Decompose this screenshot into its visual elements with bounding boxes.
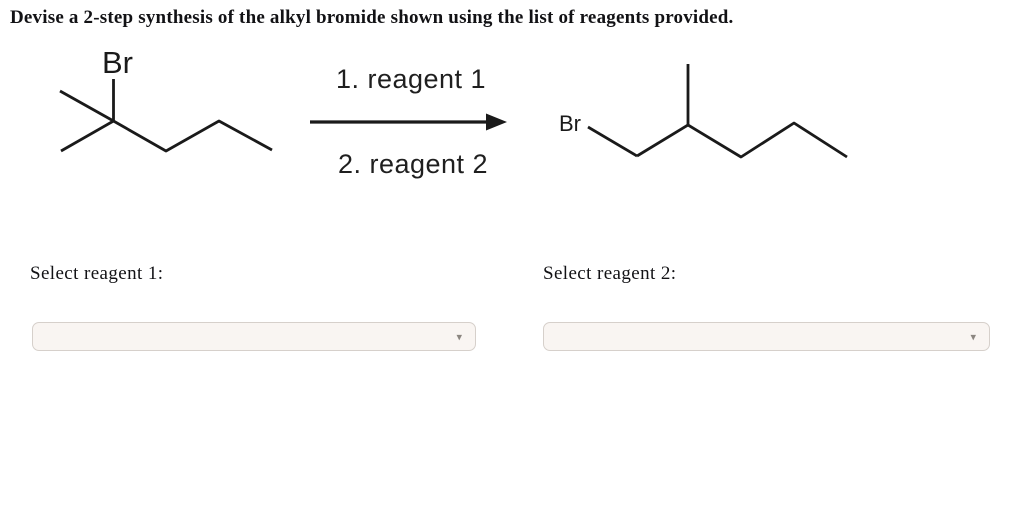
reagent2-label: Select reagent 2: [543,263,677,284]
reagent1-label: Select reagent 1: [30,263,164,284]
question-title: Devise a 2-step synthesis of the alkyl b… [10,7,734,28]
caret-down-icon: ▾ [970,330,976,343]
reactant-structure: Br [59,45,273,153]
product-br-label: Br [559,111,581,136]
reaction-scheme: Br 1. reagent 1 2. reagent 2 Br [59,45,848,179]
step2-label: 2. reagent 2 [338,149,488,179]
reaction-arrow: 1. reagent 1 2. reagent 2 [310,64,507,179]
caret-down-icon: ▾ [456,330,462,343]
product-structure: Br [559,64,848,159]
reagent1-dropdown[interactable]: ▾ [32,322,476,351]
reagent2-dropdown[interactable]: ▾ [543,322,990,351]
arrowhead-icon [486,113,507,131]
reactant-br-label: Br [102,45,133,80]
step1-label: 1. reagent 1 [336,64,486,94]
